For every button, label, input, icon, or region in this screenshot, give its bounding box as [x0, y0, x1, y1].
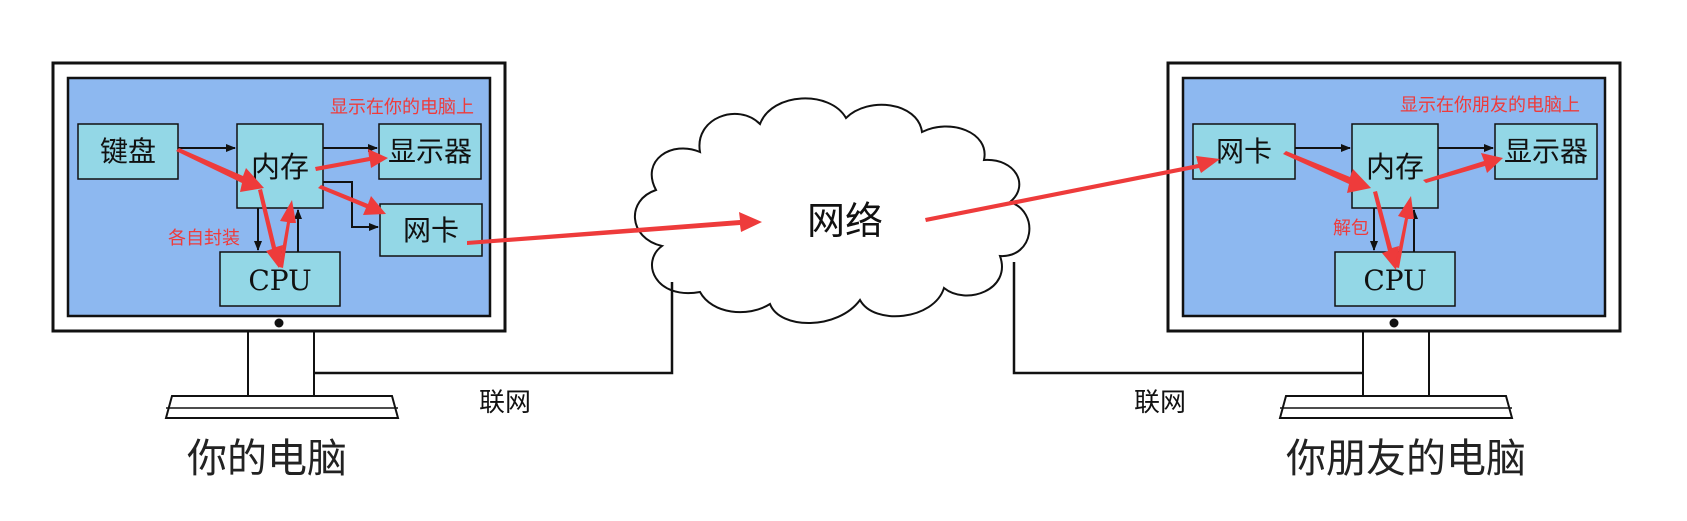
flow-arrow-memory-to-cpu-right — [1373, 191, 1399, 270]
left-cpu-label: CPU — [248, 264, 311, 297]
cloud-shape — [633, 97, 1031, 324]
flow-arrow-keyboard-to-memory — [176, 148, 264, 192]
right-computer-caption: 你朋友的电脑 — [1286, 436, 1526, 482]
right-link-label: 联网 — [1134, 388, 1186, 418]
left-computer: 键盘 内存 显示器 网卡 CPU 显示在你的电脑上 各自封装 你的电脑 — [51, 61, 507, 482]
flow-arrow-memory-to-display-right — [1423, 153, 1503, 183]
left-display-box — [378, 123, 482, 180]
network-cloud: 网络 — [633, 97, 1031, 324]
right-display-note: 显示在你朋友的电脑上 — [1400, 95, 1580, 116]
left-mem-to-nic-connector — [323, 181, 379, 231]
right-memory-label: 内存 — [1366, 150, 1424, 184]
left-keyboard-box — [77, 123, 179, 180]
right-unpack-note: 解包 — [1333, 218, 1369, 239]
left-display-label: 显示器 — [388, 135, 472, 168]
left-link-label: 联网 — [479, 388, 531, 418]
right-display-box — [1494, 123, 1598, 180]
flow-arrow-cpu-to-memory — [279, 200, 296, 268]
right-memory-box — [1351, 123, 1439, 209]
flow-arrow-nic-to-memory — [1283, 151, 1371, 193]
right-cpu-label: CPU — [1363, 264, 1426, 297]
left-encapsulate-note: 各自封装 — [168, 228, 240, 249]
left-power-led — [274, 318, 284, 328]
right-computer: 网卡 内存 显示器 CPU 显示在你朋友的电脑上 解包 你朋友的电脑 — [1166, 61, 1622, 482]
left-memory-label: 内存 — [251, 150, 309, 184]
flow-arrow-cpu-to-memory-right — [1395, 196, 1414, 268]
right-power-led — [1389, 318, 1399, 328]
data-flow-arrows — [176, 148, 1503, 270]
right-link-wire — [1012, 262, 1363, 375]
left-computer-caption: 你的电脑 — [187, 436, 347, 482]
left-nic-label: 网卡 — [403, 214, 459, 247]
flow-arrow-memory-to-cpu — [258, 189, 283, 268]
left-nic-box — [379, 203, 483, 257]
left-monitor-base — [164, 395, 400, 419]
left-monitor-neck — [247, 329, 315, 397]
network-label: 网络 — [807, 199, 883, 243]
right-nic-box — [1192, 123, 1296, 180]
right-monitor-base — [1278, 395, 1514, 419]
flow-arrow-network-to-nic — [925, 156, 1220, 222]
left-link-wire — [314, 282, 674, 375]
flow-arrow-memory-to-display — [315, 149, 388, 171]
right-nic-label: 网卡 — [1216, 135, 1272, 168]
right-monitor-neck — [1362, 329, 1430, 397]
left-display-note: 显示在你的电脑上 — [330, 97, 474, 118]
right-display-label: 显示器 — [1504, 135, 1588, 168]
flow-arrow-memory-to-nic — [318, 185, 386, 215]
flow-arrow-nic-to-network — [467, 212, 762, 245]
left-keyboard-label: 键盘 — [100, 135, 156, 168]
